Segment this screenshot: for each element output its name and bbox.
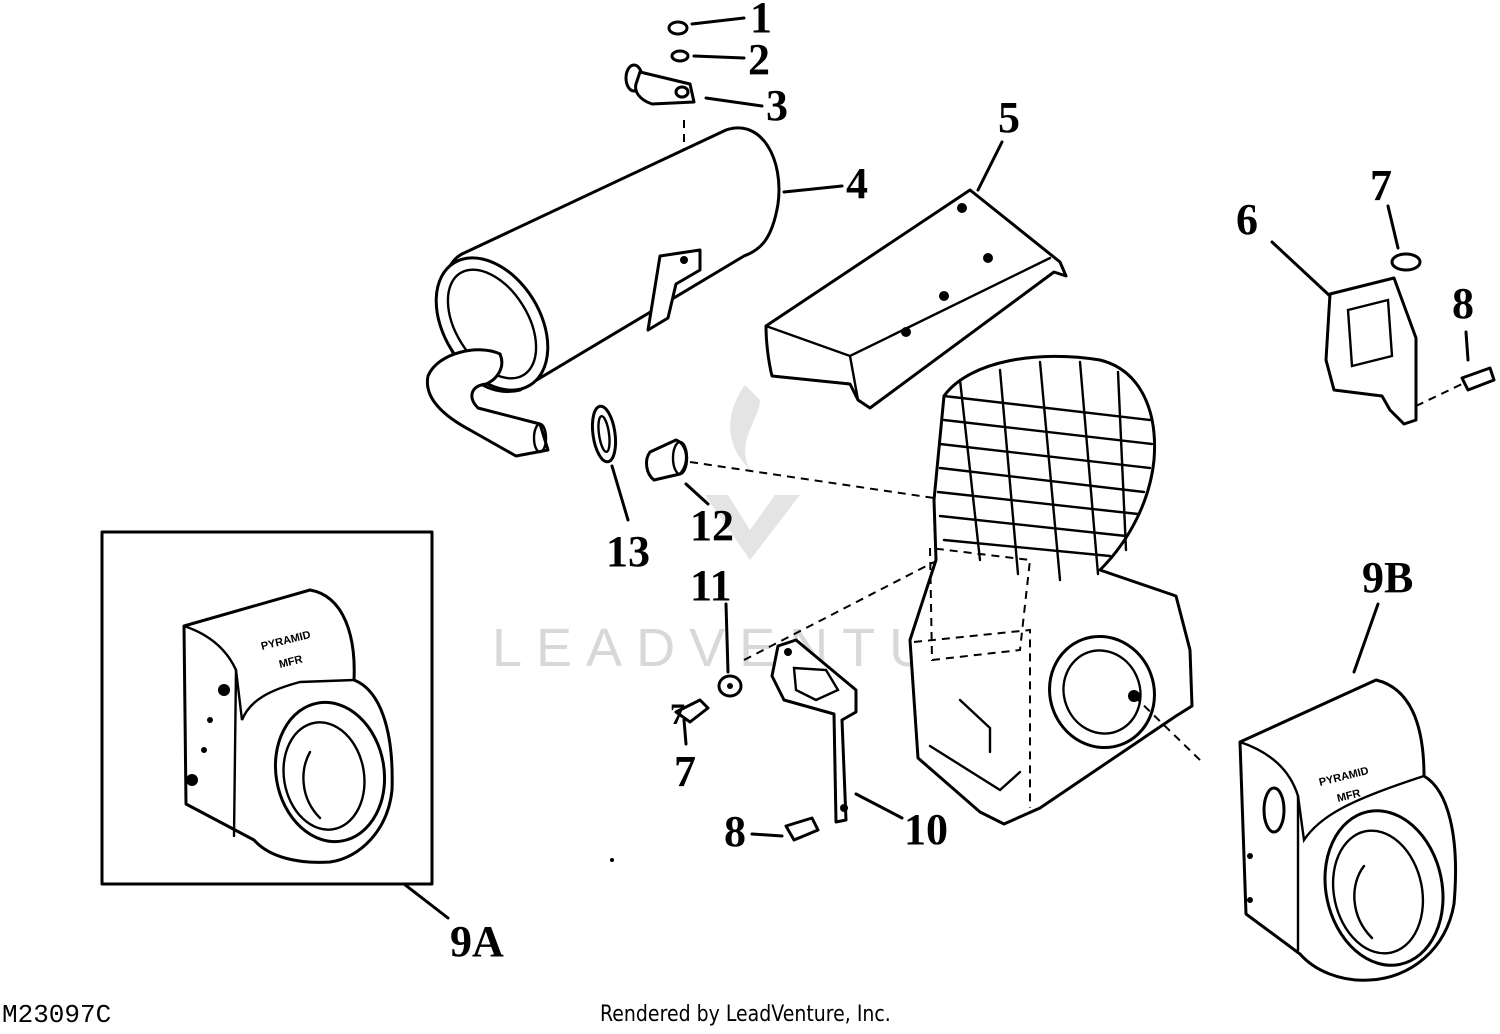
callout-11: 11: [690, 561, 732, 610]
part-gasket-ring: [590, 404, 630, 522]
callout-7-lower: 7: [674, 747, 696, 796]
callout-6: 6: [1236, 195, 1258, 244]
part-bolt-top: [1415, 330, 1496, 407]
part-bracket: [770, 638, 904, 824]
part-muffler: [425, 126, 781, 458]
part-cover-plate: [1270, 240, 1418, 426]
shroud-label-9a-line2: MFR: [278, 653, 304, 670]
callout-9a: 9A: [450, 917, 504, 966]
callout-12: 12: [690, 501, 734, 550]
footer-credit: Rendered by LeadVenture, Inc.: [600, 1002, 891, 1027]
callout-13: 13: [606, 527, 650, 576]
callout-2: 2: [748, 35, 770, 84]
part-washer: [717, 602, 743, 698]
callout-7-lower-small: 7: [670, 698, 685, 731]
part-nut: [667, 20, 690, 63]
shroud-label-9b-line2: MFR: [1336, 787, 1362, 804]
part-engine-block: [908, 354, 1203, 826]
callout-8-lower: 8: [724, 807, 746, 856]
part-screw-lower: [674, 698, 710, 746]
part-bolt-lower: [750, 816, 820, 842]
callout-7-top: 7: [1370, 161, 1392, 210]
callout-4: 4: [846, 159, 868, 208]
part-shroud-9a: PYRAMID MFR: [100, 530, 450, 920]
part-screw-top: [1386, 204, 1422, 272]
part-shroud-9b: PYRAMID MFR: [1238, 602, 1458, 982]
callout-8-top: 8: [1452, 279, 1474, 328]
drawing-number: M23097C: [2, 1000, 112, 1030]
part-clamp: [624, 63, 696, 106]
callout-10: 10: [904, 805, 948, 854]
part-heat-shield: [764, 188, 1068, 410]
callout-3: 3: [766, 81, 788, 130]
callout-1: 1: [750, 0, 772, 42]
callout-9b: 9B: [1362, 553, 1413, 602]
callout-5: 5: [998, 93, 1020, 142]
part-fitting: [645, 438, 710, 506]
